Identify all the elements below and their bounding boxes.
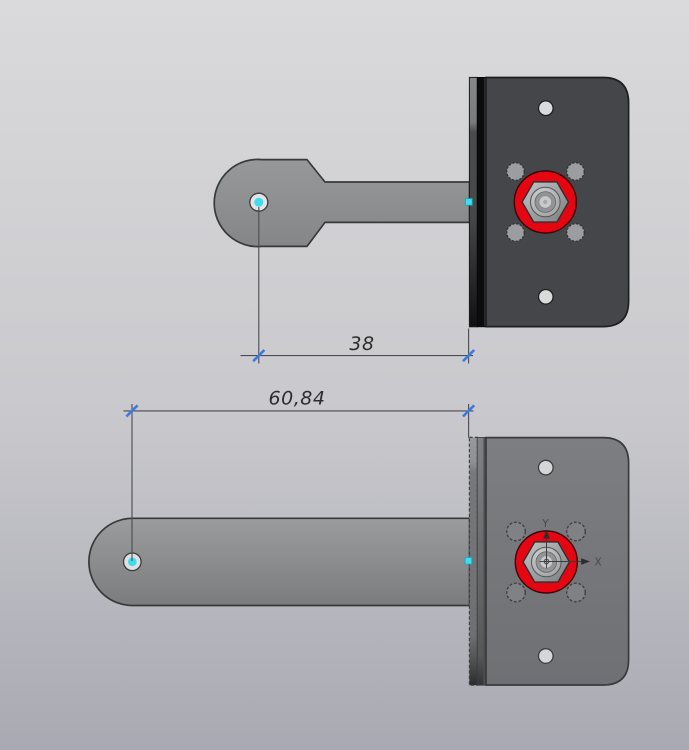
vertex-marker-square-bottom xyxy=(464,557,473,565)
triad-y-arrowhead xyxy=(543,529,550,539)
dimension-60-84: 60,84 xyxy=(123,388,476,561)
oring-highlight-top[interactable] xyxy=(514,171,577,233)
bottom-assembly: Y X 60,84 xyxy=(88,388,630,686)
dim-tick xyxy=(252,349,266,363)
triad-x-arrowhead xyxy=(581,558,590,565)
dimension-text-38[interactable]: 38 xyxy=(349,333,374,355)
lever-arm-bottom[interactable] xyxy=(88,517,471,607)
plain-hole-3[interactable] xyxy=(506,582,527,603)
mount-hole-top-1[interactable] xyxy=(537,100,554,117)
plain-hole-1[interactable] xyxy=(506,521,527,542)
knurled-hole-2[interactable] xyxy=(566,161,586,181)
oring-outline-outer-top xyxy=(513,170,577,234)
dim-tick xyxy=(125,404,139,418)
lever-arm-bottom-group xyxy=(88,517,471,607)
knurled-hole-1[interactable] xyxy=(506,161,526,181)
knurled-hole-3[interactable] xyxy=(506,222,526,242)
vertex-marker-dot-top xyxy=(254,197,264,207)
knurled-hole-4[interactable] xyxy=(566,222,586,242)
mount-hole-top-2[interactable] xyxy=(537,288,554,305)
plain-hole-4[interactable] xyxy=(566,582,587,603)
origin-triad: Y X xyxy=(539,518,602,569)
plain-hole-2[interactable] xyxy=(566,521,587,542)
mount-hole-bottom-1[interactable] xyxy=(537,459,554,476)
mount-hole-bottom-2[interactable] xyxy=(537,648,554,664)
triad-origin-point xyxy=(543,558,550,565)
fastener-top-group xyxy=(513,170,577,234)
bracket-top-group xyxy=(465,76,630,328)
top-assembly: 38 xyxy=(213,76,630,364)
vertex-marker-square-top xyxy=(465,198,473,206)
bracket-flange-face-top[interactable] xyxy=(476,77,487,328)
lever-arm-top[interactable] xyxy=(213,158,471,248)
triad-y-label: Y xyxy=(541,518,549,530)
lever-arm-top-group xyxy=(213,158,471,248)
triad-x-label: X xyxy=(595,557,602,569)
dimension-text-60-84[interactable]: 60,84 xyxy=(269,388,326,410)
dim-tick xyxy=(462,349,476,363)
bolt-center-top xyxy=(543,199,548,205)
vertex-marker-dot-bottom xyxy=(128,557,137,567)
dim-tick xyxy=(462,404,476,418)
bracket-bottom-group: Y X xyxy=(464,436,630,686)
dimension-38: 38 xyxy=(240,207,476,364)
